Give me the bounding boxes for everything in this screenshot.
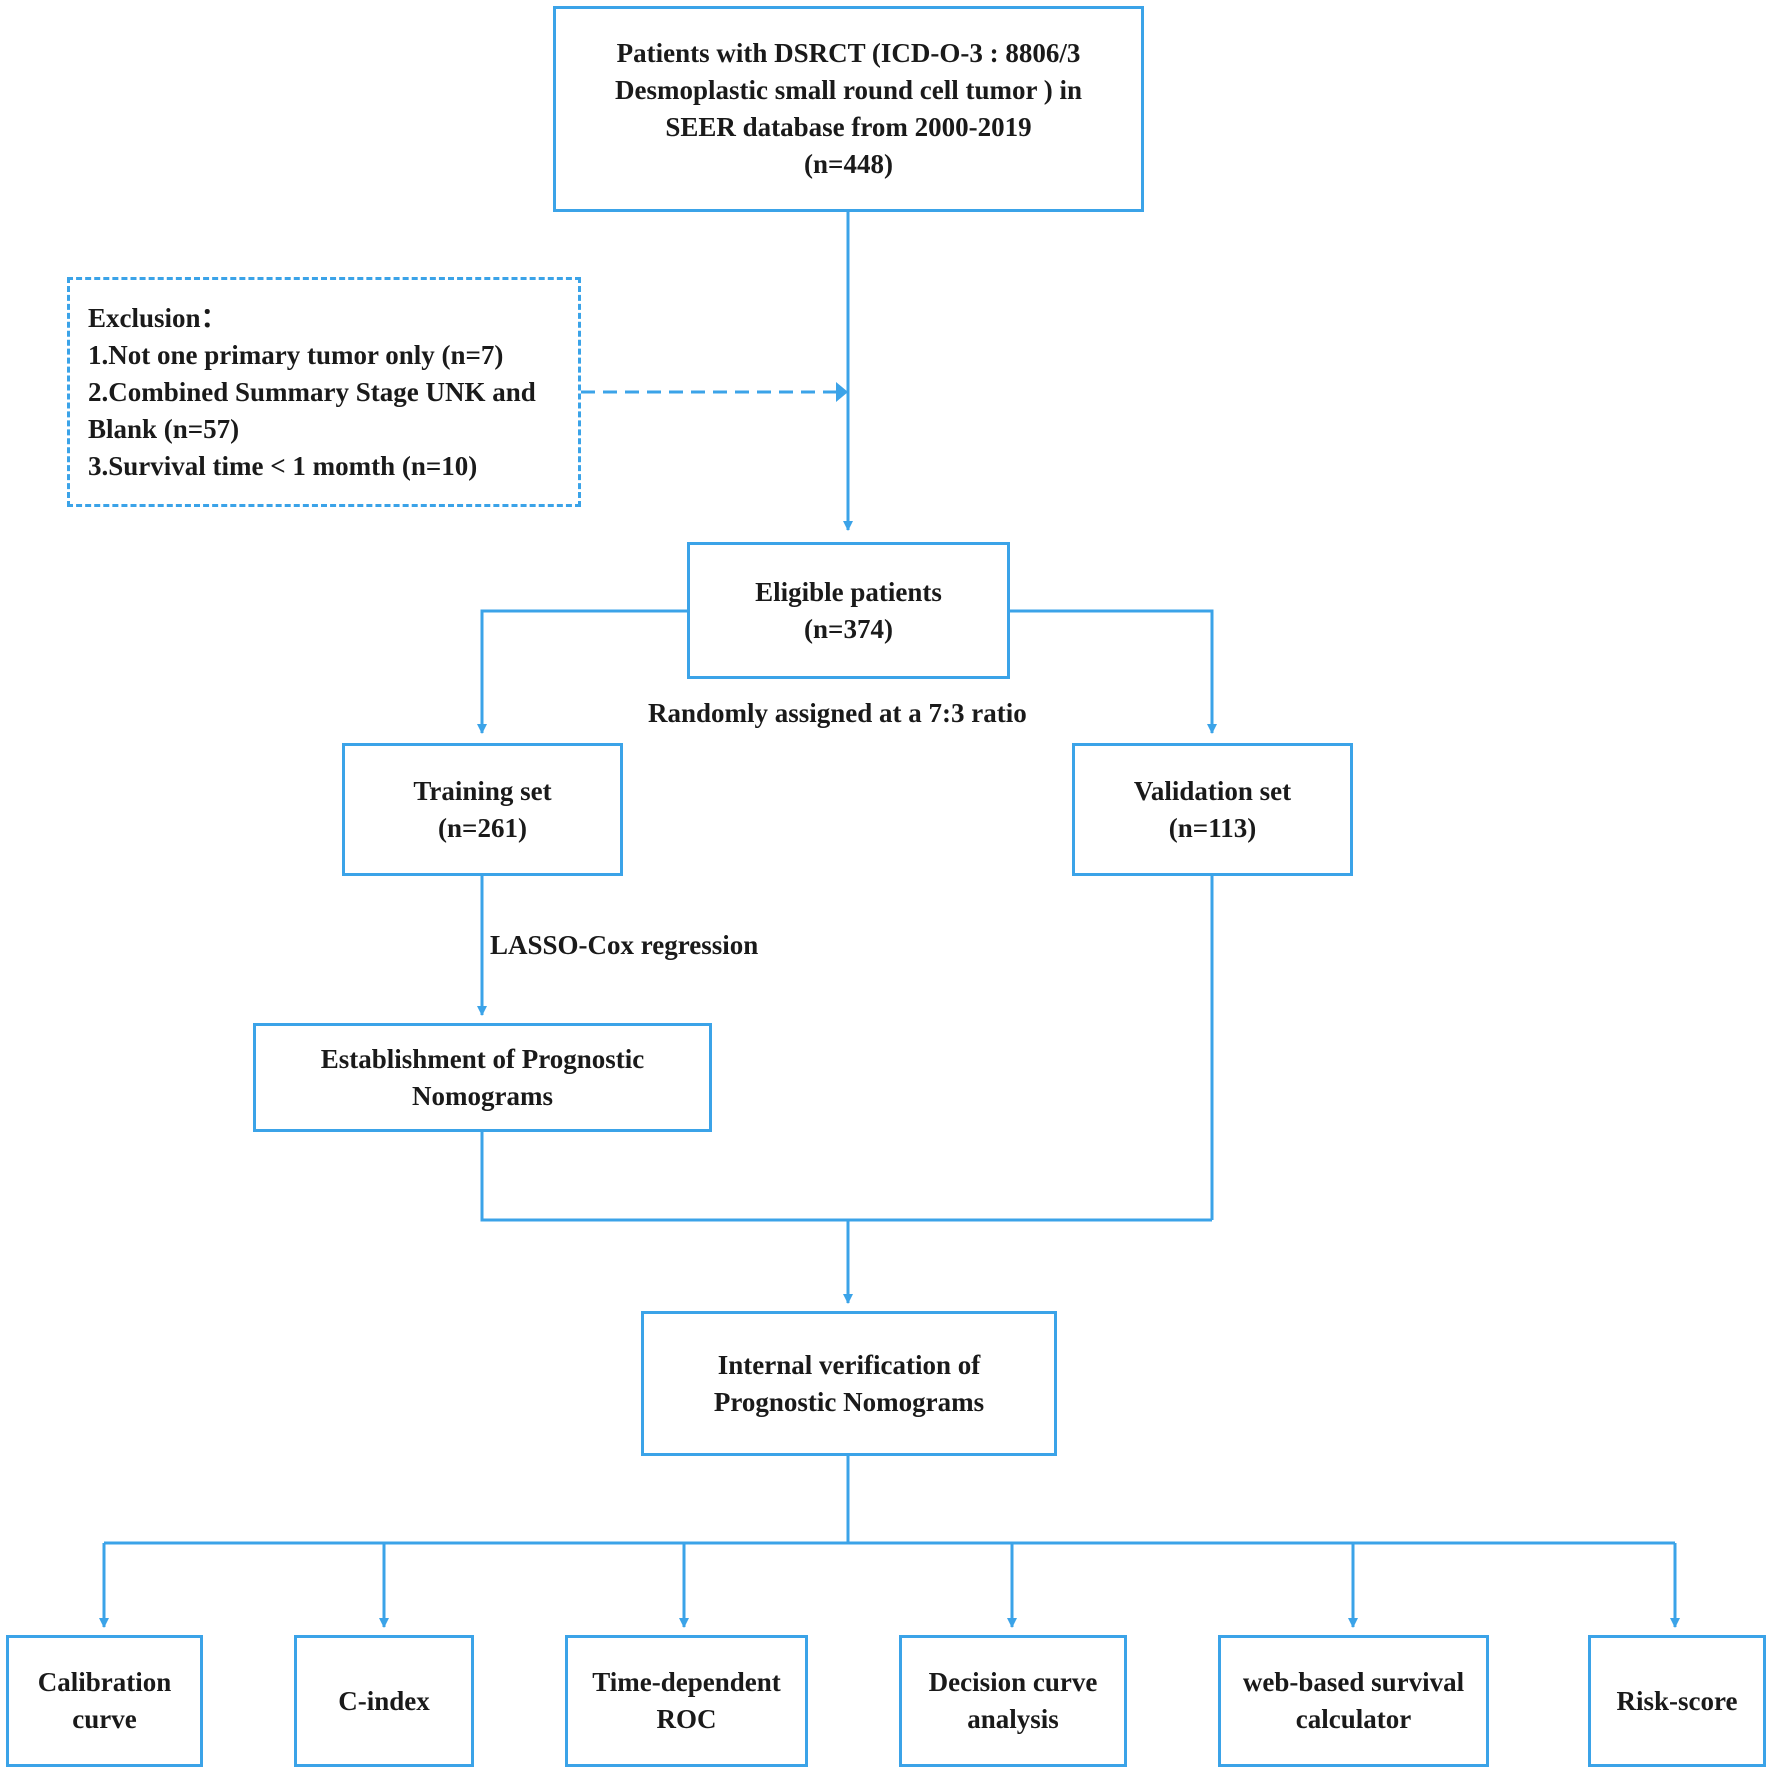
output-web-calculator-box: web-based survival calculator [1218,1635,1489,1767]
source-line-2: Desmoplastic small round cell tumor ) in [614,75,1082,105]
calculator-line-2: calculator [1295,1704,1412,1734]
dca-line-2: analysis [967,1704,1059,1734]
eligible-line-2: (n=374) [804,613,893,644]
internal-line-2: Prognostic Nomograms [713,1386,985,1417]
output-time-dependent-roc-box: Time-dependent ROC [565,1635,808,1767]
calculator-line-1: web-based survival [1242,1667,1465,1697]
output-risk-score-box: Risk-score [1588,1635,1766,1767]
riskscore-line-1: Risk-score [1616,1685,1738,1716]
source-line-3: SEER database from 2000-2019 [665,112,1032,142]
source-line-1: Patients with DSRCT (ICD-O-3 : 8806/3 [616,38,1081,68]
establishment-line-2: Nomograms [412,1080,553,1111]
source-line-4: (n=448) [804,149,893,179]
split-ratio-label: Randomly assigned at a 7:3 ratio [648,698,1027,728]
cindex-line-1: C-index [338,1685,430,1716]
validation-set-box: Validation set (n=113) [1072,743,1353,876]
roc-line-1: Time-dependent [592,1667,781,1697]
internal-line-1: Internal verification of [717,1349,981,1380]
exclusion-item-2-cont: Blank (n=57) [88,413,240,444]
training-line-1: Training set [413,775,552,806]
calibration-line-2: curve [72,1704,137,1734]
validation-line-1: Validation set [1133,775,1292,806]
exclusion-heading: Exclusion： [88,302,228,333]
roc-line-2: ROC [656,1704,717,1734]
exclusion-item-3: 3.Survival time < 1 momth (n=10) [88,450,478,481]
validation-line-2: (n=113) [1168,812,1257,843]
edge-eligible-to-validation [1010,609,1217,734]
establishment-line-1: Establishment of Prognostic [320,1043,645,1074]
training-set-box: Training set (n=261) [342,743,623,876]
regression-label: LASSO-Cox regression [490,930,759,960]
exclusion-item-1: 1.Not one primary tumor only (n=7) [88,339,504,370]
output-c-index-box: C-index [294,1635,474,1767]
edge-eligible-to-training [477,609,687,734]
training-line-2: (n=261) [438,812,527,843]
internal-verification-box: Internal verification of Prognostic Nomo… [641,1311,1057,1456]
source-population-box: Patients with DSRCT (ICD-O-3 : 8806/3 De… [553,6,1144,212]
eligible-line-1: Eligible patients [755,576,942,607]
calibration-line-1: Calibration [37,1667,172,1697]
output-decision-curve-box: Decision curve analysis [899,1635,1127,1767]
output-calibration-curve-box: Calibration curve [6,1635,203,1767]
exclusion-item-2: 2.Combined Summary Stage UNK and [88,376,536,407]
exclusion-criteria-box: Exclusion： 1.Not one primary tumor only … [67,277,581,507]
eligible-patients-box: Eligible patients (n=374) [687,542,1010,679]
edge-exclusion-arrowhead [836,382,848,402]
edge-establishment-merge [480,1132,1212,1222]
dca-line-1: Decision curve [928,1667,1098,1697]
establishment-box: Establishment of Prognostic Nomograms [253,1023,712,1132]
